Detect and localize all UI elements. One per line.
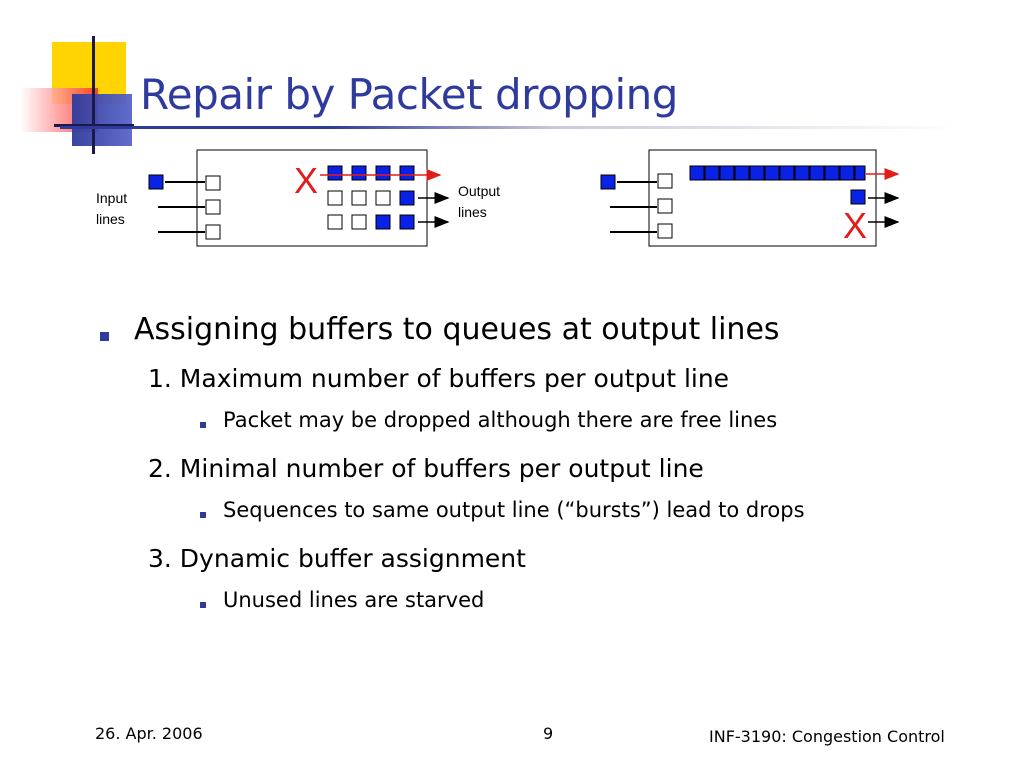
bullet-square-icon [200, 602, 206, 608]
input-buffer [657, 223, 673, 239]
output-buffer [850, 189, 866, 205]
footer-course: INF-3190: Congestion Control [709, 727, 945, 746]
output-buffer [351, 190, 367, 206]
output-buffer [375, 190, 391, 206]
output-buffer [375, 165, 391, 181]
bullet-text: Assigning buffers to queues at output li… [134, 312, 780, 347]
output-buffer [327, 190, 343, 206]
bullet-level3: Packet may be dropped although there are… [96, 408, 996, 454]
output-buffer [327, 165, 343, 181]
input-buffer [657, 173, 673, 189]
incoming-packet [148, 174, 164, 190]
bullet-text: Packet may be dropped although there are… [223, 408, 778, 432]
bullet-level3: Unused lines are starved [96, 588, 996, 634]
input-buffer [205, 175, 221, 191]
footer-page-number: 9 [543, 724, 554, 743]
output-buffer [351, 165, 367, 181]
bullet-text: 3. Dynamic buffer assignment [148, 544, 526, 573]
bullet-text: Unused lines are starved [223, 588, 485, 612]
drop-x-mark: X [294, 160, 318, 201]
output-buffer [399, 214, 415, 230]
footer-date: 26. Apr. 2006 [95, 724, 203, 743]
slide-title: Repair by Packet dropping [140, 70, 678, 119]
bullet-square-icon [100, 332, 109, 341]
title-underline [60, 126, 960, 129]
output-buffer [375, 214, 391, 230]
input-lines-label: Input lines [96, 190, 131, 227]
router-left: X Input lines Output lines [96, 149, 504, 247]
output-buffer [399, 165, 415, 181]
bullet-text: 2. Minimal number of buffers per output … [148, 454, 704, 483]
bullet-level2: 3. Dynamic buffer assignment [96, 544, 996, 588]
output-buffer [327, 214, 343, 230]
bullet-text: Sequences to same output line (“bursts”)… [223, 498, 805, 522]
input-buffer [205, 224, 221, 240]
input-buffer [657, 198, 673, 214]
bullet-square-icon [200, 422, 206, 428]
bullet-level2: 2. Minimal number of buffers per output … [96, 454, 996, 498]
bullet-list: Assigning buffers to queues at output li… [96, 312, 996, 634]
bullet-text: 1. Maximum number of buffers per output … [148, 364, 730, 393]
output-buffer [351, 214, 367, 230]
long-output-queue [689, 165, 866, 181]
router-right: X [600, 149, 900, 247]
bullet-level2: 1. Maximum number of buffers per output … [96, 364, 996, 408]
output-lines-label: Output lines [458, 183, 504, 220]
slide-logo-icon [20, 36, 134, 154]
bullet-square-icon [200, 512, 206, 518]
output-buffer [399, 190, 415, 206]
drop-x-mark: X [843, 205, 867, 246]
input-buffer [205, 199, 221, 215]
bullet-level1: Assigning buffers to queues at output li… [96, 312, 996, 364]
incoming-packet [600, 174, 616, 190]
bullet-level3: Sequences to same output line (“bursts”)… [96, 498, 996, 544]
buffer-diagram: X Input lines Output lines [96, 149, 900, 247]
